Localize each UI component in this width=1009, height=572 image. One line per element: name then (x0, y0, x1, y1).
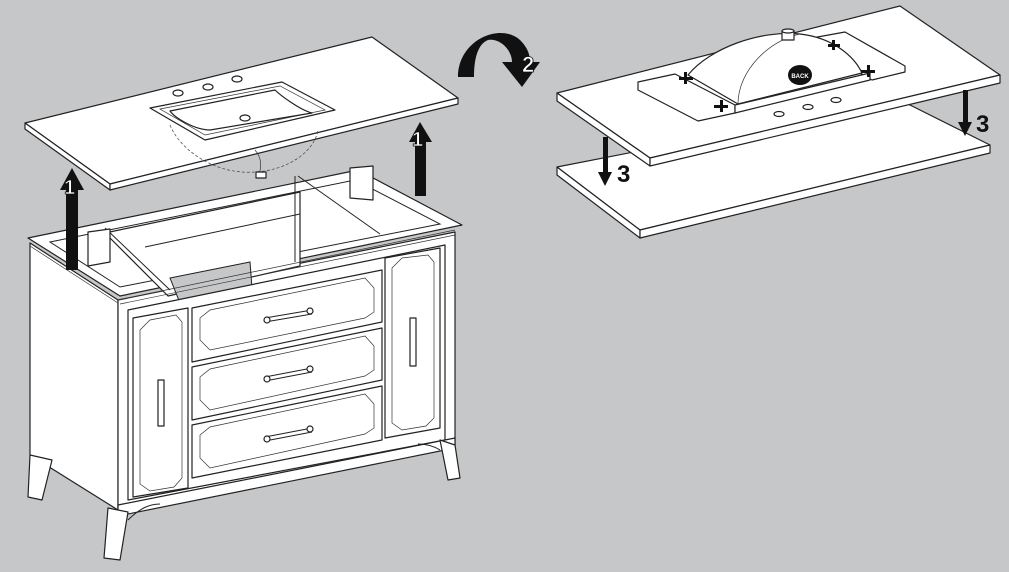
step-3-label-left: 3 (617, 161, 630, 188)
flipped-top: BACK (556, 5, 1001, 239)
step-2-label: 2 (522, 52, 534, 77)
up-arrow-icon (415, 138, 426, 196)
vanity-cabinet (27, 165, 463, 561)
back-label: BACK (791, 74, 809, 80)
lift-arrow-left: 1 (60, 168, 84, 270)
up-arrow-icon (66, 185, 78, 270)
back-label-badge (788, 65, 812, 85)
lift-arrow-right: 1 (409, 122, 432, 196)
down-arrow-icon (963, 90, 968, 126)
step-1-label-right: 1 (412, 129, 423, 151)
vanity-top-with-sink (24, 36, 459, 191)
lower-arrow-right: 3 (958, 90, 989, 138)
clip-bracket-icon (679, 40, 875, 112)
step-1-label-left: 1 (64, 177, 75, 199)
curved-flip-arrow-icon (458, 32, 540, 87)
down-arrow-icon (603, 137, 608, 177)
flip-arrow: 2 (458, 32, 540, 87)
lower-arrow-left: 3 (598, 137, 630, 188)
step-3-label-right: 3 (976, 111, 989, 138)
